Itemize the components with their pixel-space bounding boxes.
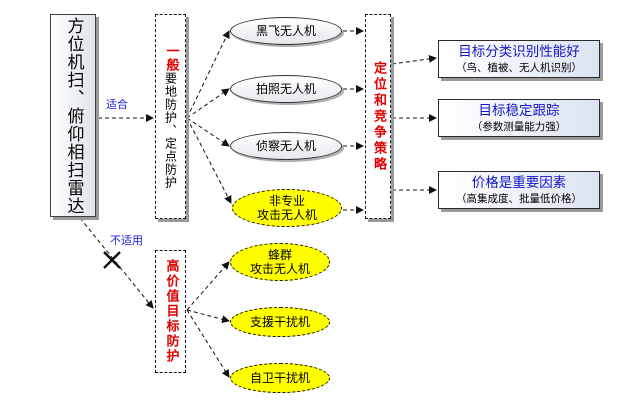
strategy-label: 定位和竞争策略: [371, 60, 386, 173]
drone-node-4-line2: 攻击无人机: [256, 208, 317, 222]
target-node-2: 支援干扰机: [230, 307, 330, 337]
general-protection-label: 一般要地防护、定点防护: [163, 44, 179, 189]
unsuitable-label: 不适用: [110, 234, 143, 247]
high-value-protection-box: 高价值目标防护: [155, 250, 186, 373]
strategy-box: 定位和竞争策略: [365, 14, 391, 219]
edge-highvalue-target-2: [186, 309, 230, 324]
result-1-title: 目标分类识别性能好: [458, 43, 580, 60]
target-node-3-label: 自卫干扰机: [249, 371, 310, 385]
edge-strategy-result-1: [391, 54, 437, 65]
result-2-sub: （参数测量能力强）: [471, 120, 567, 133]
result-box-3: 价格是重要因素 （高集成度、批量低价格）: [438, 171, 600, 209]
high-value-protection-label: 高价值目标防护: [163, 259, 179, 364]
general-protection-box: 一般要地防护、定点防护: [155, 14, 186, 219]
edge-general-drone-4: [186, 117, 232, 204]
result-2-title: 目标稳定跟踪: [478, 102, 560, 119]
drone-node-2-label: 拍照无人机: [255, 82, 316, 96]
edge-general-drone-1: [186, 30, 230, 119]
edge-general-drone-3: [186, 117, 230, 147]
drone-node-4: 非专业 攻击无人机: [232, 189, 342, 227]
drone-node-2: 拍照无人机: [230, 75, 342, 103]
general-emphasis: 一般: [163, 44, 179, 72]
target-node-3: 自卫干扰机: [230, 363, 330, 393]
suitable-label: 适合: [106, 98, 128, 111]
general-rest: 要地防护、定点防护: [163, 72, 178, 189]
drone-node-4-line1: 非专业: [268, 194, 305, 208]
drone-node-1: 黑飞无人机: [230, 17, 342, 45]
edge-highvalue-target-1: [186, 261, 230, 311]
result-box-1: 目标分类识别性能好 （鸟、植被、无人机识别）: [438, 40, 600, 78]
radar-box: 方位机扫、俯仰相扫雷达: [50, 14, 96, 217]
edge-highvalue-target-3: [186, 309, 230, 378]
result-1-sub: （鸟、植被、无人机识别）: [456, 61, 582, 74]
target-node-1-line2: 攻击无人机: [249, 262, 310, 276]
result-3-title: 价格是重要因素: [471, 174, 567, 191]
drone-node-3-label: 侦察无人机: [255, 139, 316, 153]
target-node-1: 蜂群 攻击无人机: [230, 243, 330, 281]
result-3-sub: （高集成度、批量低价格）: [456, 192, 582, 205]
target-node-2-label: 支援干扰机: [249, 315, 310, 329]
target-node-1-line1: 蜂群: [267, 248, 292, 262]
result-box-2: 目标稳定跟踪 （参数测量能力强）: [438, 99, 600, 137]
not-suitable-cross-icon: [103, 251, 121, 269]
drone-node-3: 侦察无人机: [230, 132, 342, 160]
radar-label: 方位机扫、俯仰相扫雷达: [63, 16, 84, 215]
drone-node-1-label: 黑飞无人机: [255, 24, 316, 38]
edge-general-drone-2: [186, 88, 230, 119]
